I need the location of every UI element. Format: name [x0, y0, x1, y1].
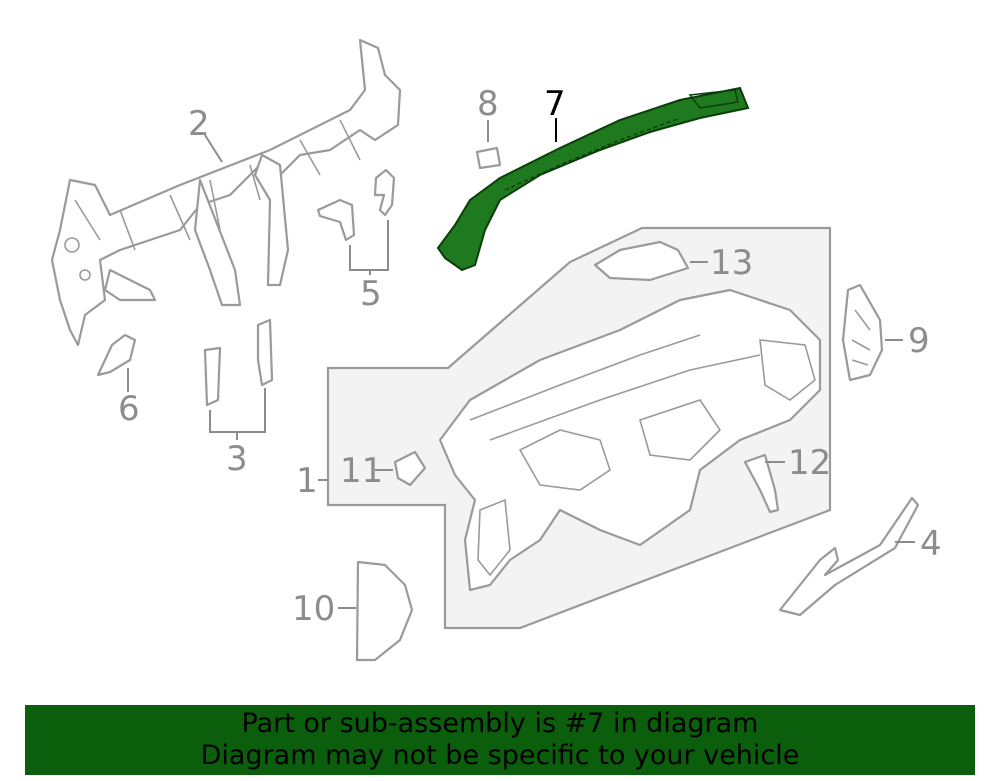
side-cover-9 [841, 283, 884, 382]
cover-10 [355, 560, 414, 662]
callout-9: 9 [908, 321, 930, 361]
bracket-3b [256, 318, 274, 387]
callout-2: 2 [188, 104, 210, 144]
bracket-5a [316, 198, 356, 242]
info-banner: Part or sub-assembly is #7 in diagram Di… [25, 705, 975, 775]
cross-car-beam [50, 38, 402, 347]
callout-5: 5 [360, 274, 382, 314]
callout-6: 6 [118, 389, 140, 429]
banner-line-2: Diagram may not be specific to your vehi… [200, 740, 800, 771]
vent-11 [393, 450, 427, 487]
clip-8 [475, 120, 502, 170]
bracket-6 [96, 333, 137, 377]
callout-13: 13 [710, 243, 753, 283]
bracket-3a [203, 346, 222, 407]
banner-line-1: Part or sub-assembly is #7 in diagram [241, 708, 759, 739]
callout-3: 3 [226, 439, 248, 479]
trim-4 [778, 496, 920, 617]
part-7-highlight [436, 86, 750, 272]
callout-1: 1 [296, 461, 318, 501]
cover-13 [593, 240, 690, 282]
instrument-panel [438, 288, 822, 592]
callout-11: 11 [340, 451, 383, 491]
parts-diagram: 1 2 3 4 5 6 7 8 9 10 11 12 13 [50, 38, 942, 662]
callout-8: 8 [477, 84, 499, 124]
callout-10: 10 [292, 589, 335, 629]
fastener-12 [743, 453, 780, 514]
callout-4: 4 [920, 524, 942, 564]
callout-12: 12 [788, 443, 831, 483]
callout-7: 7 [544, 84, 566, 124]
bracket-5b [373, 168, 396, 217]
